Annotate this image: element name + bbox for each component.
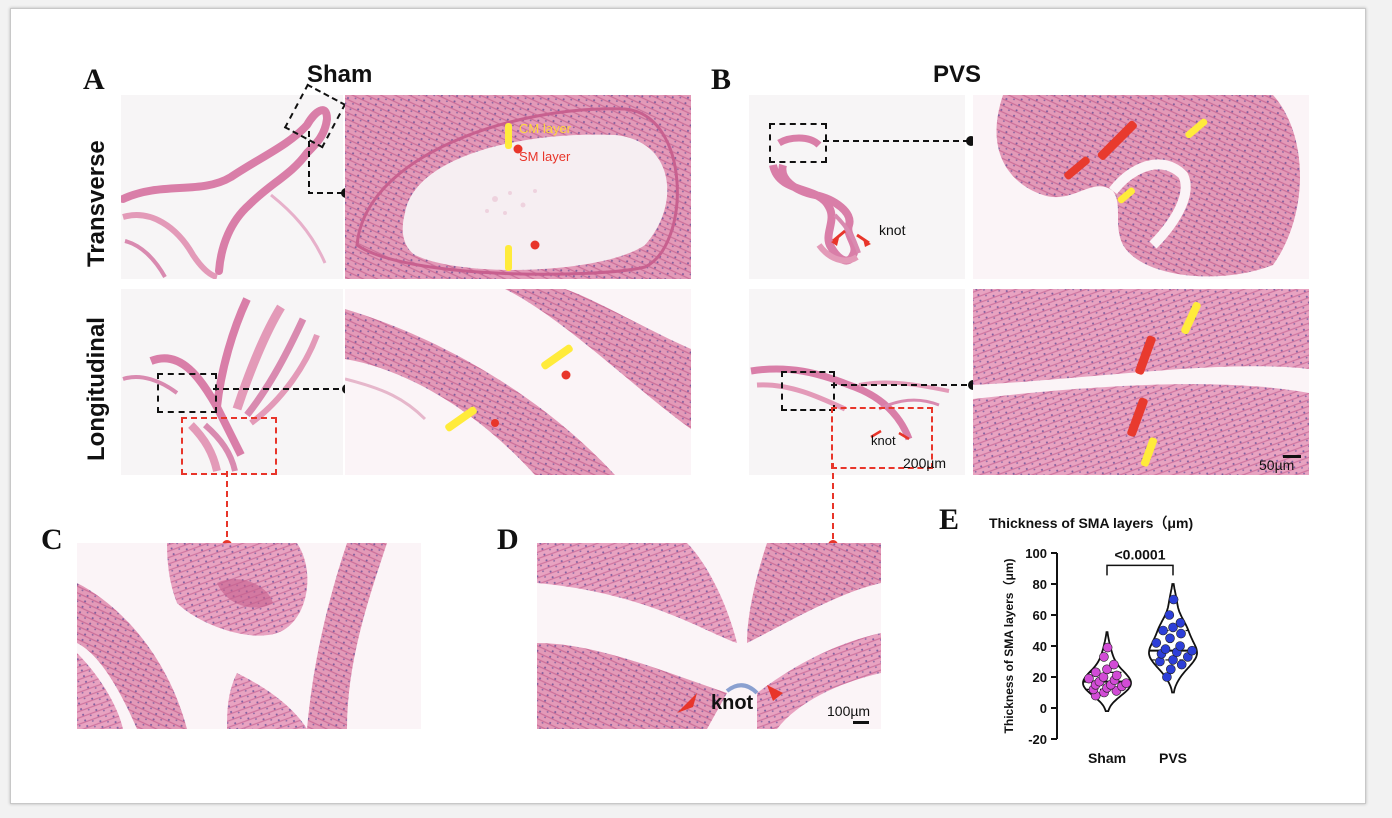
connector-a-longitudinal bbox=[213, 384, 352, 394]
data-point-pvs bbox=[1168, 655, 1178, 665]
figure-frame: A Sham B PVS Transverse Longitudinal CM … bbox=[10, 8, 1366, 804]
row-label-transverse: Transverse bbox=[83, 140, 110, 267]
y-tick-label: 20 bbox=[1033, 670, 1047, 685]
data-point-sham bbox=[1109, 659, 1119, 670]
data-point-sham bbox=[1102, 664, 1112, 675]
inset-box-b-detail bbox=[831, 407, 933, 469]
data-point-pvs bbox=[1175, 641, 1185, 651]
data-point-pvs bbox=[1164, 610, 1175, 620]
panel-label-a: A bbox=[83, 63, 105, 96]
y-axis-label: Thickness of SMA layers（μm) bbox=[1001, 559, 1016, 734]
annotation-knot-b-top: knot bbox=[879, 222, 906, 238]
data-point-sham bbox=[1099, 652, 1109, 662]
connector-b-longitudinal bbox=[831, 380, 978, 390]
micrograph-pvs-detail bbox=[537, 543, 881, 729]
significance-label: <0.0001 bbox=[1115, 546, 1166, 562]
significance-bracket bbox=[1106, 564, 1174, 576]
micrograph-pvs-longitudinal-overview bbox=[749, 289, 965, 475]
scale-bar-50um bbox=[1283, 455, 1301, 458]
data-point-pvs bbox=[1166, 664, 1176, 675]
violin-pvs bbox=[1148, 583, 1198, 694]
y-tick-label: 40 bbox=[1033, 639, 1047, 654]
connector-b-transverse bbox=[823, 136, 976, 146]
annotation-knot-b-bottom: knot bbox=[871, 433, 896, 448]
data-point-pvs bbox=[1176, 628, 1186, 639]
data-point-pvs bbox=[1162, 672, 1172, 682]
micrograph-pvs-longitudinal-zoom bbox=[973, 289, 1309, 475]
data-point-pvs bbox=[1187, 645, 1197, 656]
data-point-pvs bbox=[1175, 618, 1186, 628]
data-point-pvs bbox=[1176, 659, 1187, 670]
cm-layer-marker-bottom bbox=[505, 245, 512, 271]
data-point-sham bbox=[1102, 642, 1113, 653]
scale-bar-label-100um: 100µm bbox=[827, 703, 871, 719]
annotation-sm-layer: SM layer bbox=[519, 149, 571, 164]
annotation-knot-d: knot bbox=[711, 692, 754, 714]
panel-a-title: Sham bbox=[307, 61, 373, 88]
chart-title: Thickness of SMA layers（μm) bbox=[989, 515, 1194, 531]
data-point-sham bbox=[1121, 678, 1131, 688]
connector-b-to-d bbox=[828, 463, 838, 550]
panel-b-title: PVS bbox=[933, 61, 982, 88]
cm-layer-marker-top bbox=[505, 123, 512, 149]
scale-bar-100um bbox=[853, 721, 869, 724]
inset-box-b-transverse bbox=[769, 123, 827, 163]
panel-label-c: C bbox=[41, 523, 63, 556]
connector-a-to-c bbox=[222, 471, 232, 550]
y-tick-label: 100 bbox=[1025, 546, 1047, 561]
data-point-pvs bbox=[1168, 622, 1178, 633]
data-point-pvs bbox=[1168, 594, 1179, 605]
data-point-sham bbox=[1091, 667, 1101, 678]
data-point-pvs bbox=[1160, 644, 1171, 654]
micrograph-sham-transverse-overview bbox=[121, 95, 343, 279]
y-tick-label: 0 bbox=[1040, 701, 1047, 716]
y-tick-label: 80 bbox=[1033, 577, 1047, 592]
data-point-sham bbox=[1112, 670, 1122, 681]
micrograph-pvs-transverse-zoom bbox=[973, 95, 1309, 279]
data-point-sham bbox=[1084, 673, 1094, 684]
inset-box-a-detail bbox=[181, 417, 277, 475]
y-tick-label: -20 bbox=[1028, 732, 1047, 747]
scale-bar-label-50um: 50µm bbox=[1259, 457, 1295, 473]
annotation-cm-layer: CM layer bbox=[519, 121, 572, 136]
data-point-pvs bbox=[1151, 638, 1162, 648]
micrograph-sham-detail bbox=[77, 543, 421, 729]
x-tick-label-pvs: PVS bbox=[1159, 750, 1187, 766]
micrograph-sham-transverse-zoom bbox=[345, 95, 691, 279]
data-point-pvs bbox=[1158, 625, 1168, 636]
inset-box-b-longitudinal bbox=[781, 371, 835, 411]
scale-bar-label-200um: 200µm bbox=[903, 455, 947, 471]
micrograph-sham-longitudinal-zoom bbox=[345, 289, 691, 475]
micrograph-pvs-transverse-overview bbox=[749, 95, 965, 279]
data-point-pvs bbox=[1165, 633, 1175, 644]
panel-label-e: E bbox=[939, 503, 960, 536]
panel-label-b: B bbox=[711, 63, 732, 96]
inset-box-a-longitudinal bbox=[157, 373, 217, 413]
x-tick-label-sham: Sham bbox=[1088, 750, 1126, 766]
panel-label-d: D bbox=[497, 523, 519, 556]
y-tick-label: 60 bbox=[1033, 608, 1047, 623]
row-label-longitudinal: Longitudinal bbox=[83, 317, 110, 461]
data-point-pvs bbox=[1155, 656, 1165, 667]
